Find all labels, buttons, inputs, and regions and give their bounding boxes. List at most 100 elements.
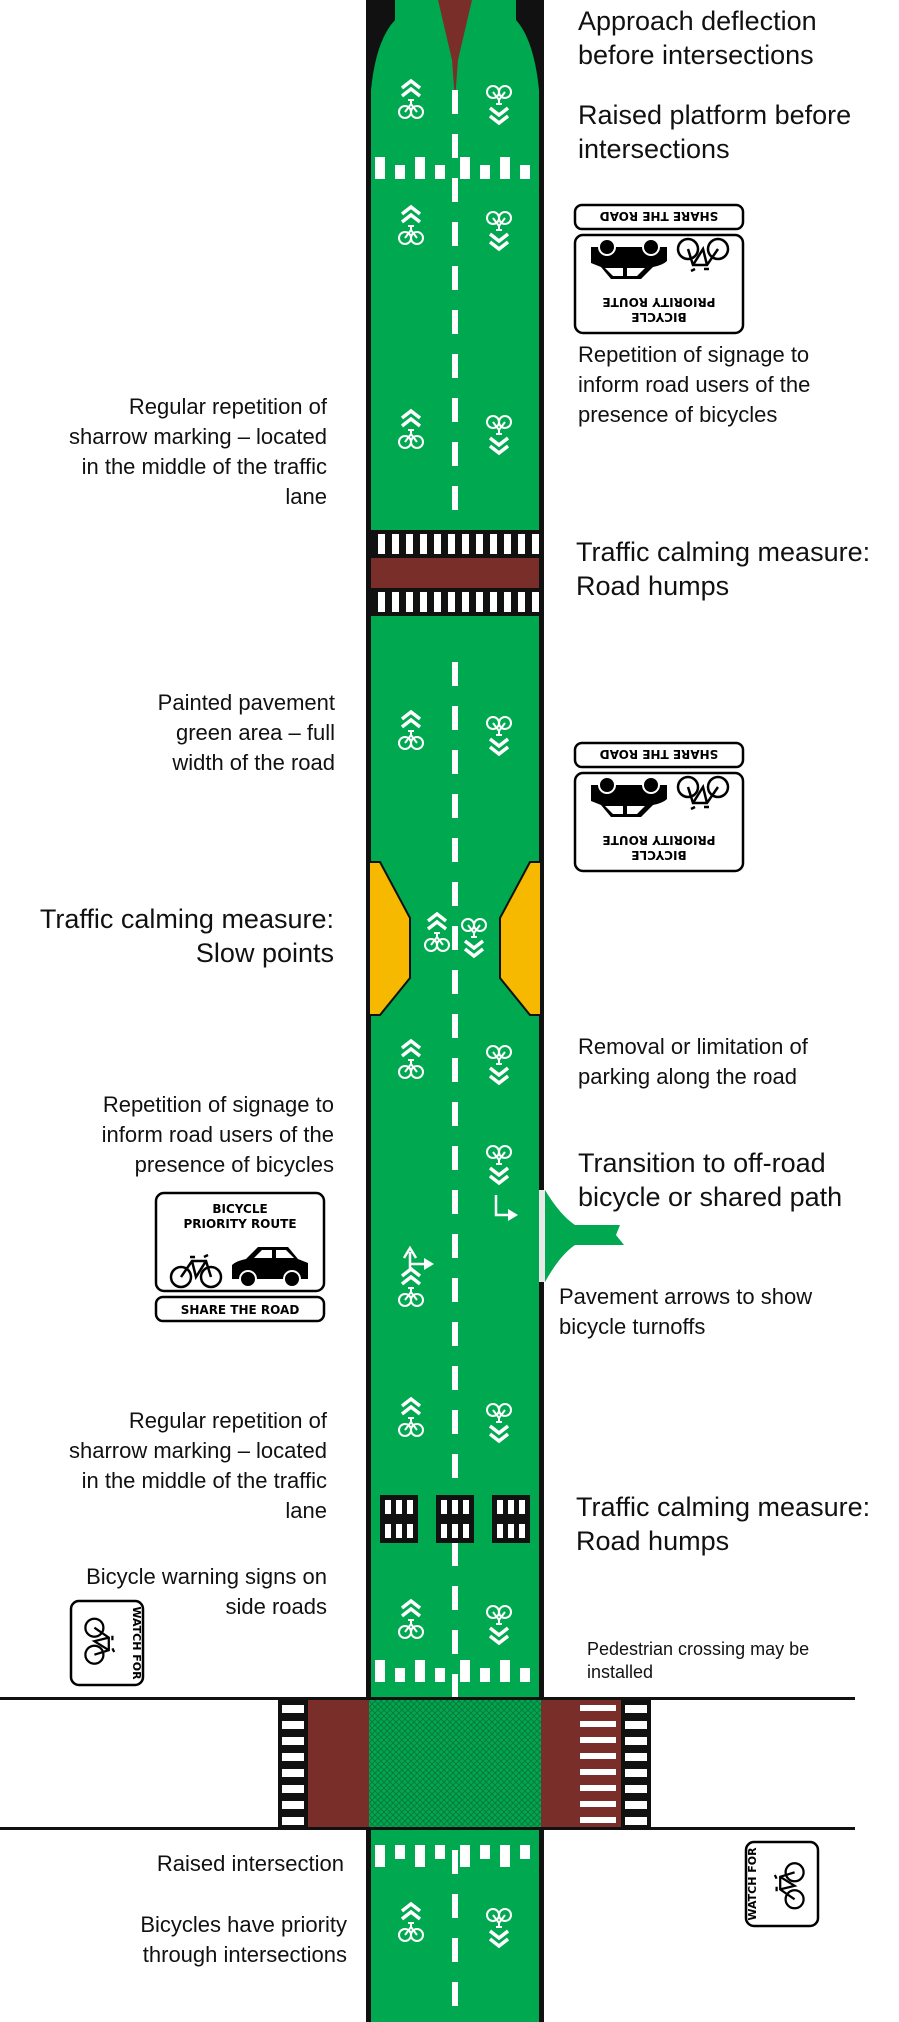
hump-stripe [420,534,427,554]
centre-dash [452,882,458,906]
crosswalk-stripe [625,1721,647,1729]
platform-stripe [415,1660,425,1682]
crosswalk-stripe [625,1817,647,1825]
platform-stripe [480,165,490,179]
crosswalk-stripe [580,1721,616,1727]
slow-point [368,861,542,1016]
hump-stripe [532,592,539,612]
hump-block-stripe [519,1500,525,1514]
hump-stripe [406,534,413,554]
watch-for-bicycles-sign-right: WATCH FOR [744,1840,820,1928]
centre-dash [452,794,458,818]
hump-block-stripe [497,1524,503,1538]
hump-block-stripe [463,1524,469,1538]
hump-block-stripe [452,1524,458,1538]
centre-dash [452,970,458,994]
hump-stripe [532,534,539,554]
priority-route-sign-upright: BICYCLE PRIORITY ROUTE SHARE THE ROAD [154,1191,326,1323]
label-approach-deflection: Approach deflection before intersections [578,6,817,70]
label-parking-removal: Removal or limitation of parking along t… [578,1034,808,1089]
centre-dash [452,1366,458,1390]
platform-stripe [375,1660,385,1682]
hump-block-stripe [497,1500,503,1514]
platform-stripe [500,1660,510,1682]
crosswalk-stripe [625,1801,647,1809]
centre-dash [452,1982,458,2006]
hump-stripe [490,592,497,612]
centre-dash [452,1894,458,1918]
sign-route-line1: BICYCLE [212,1202,267,1216]
hump-stripe [434,534,441,554]
crosswalk-stripe [282,1769,304,1777]
crosswalk-stripe [625,1753,647,1761]
centre-dash [452,1630,458,1654]
centre-dash [452,1542,458,1566]
hump-block-stripe [508,1524,514,1538]
centre-dash [452,354,458,378]
hump-block-stripe [407,1500,413,1514]
crosswalk-stripe [282,1737,304,1745]
watch-for-text: WATCH FOR [746,1847,759,1921]
platform-stripe [460,1660,470,1682]
label-signage-repetition-mid: Repetition of signage to inform road use… [101,1092,334,1177]
hump-block-stripe [519,1524,525,1538]
sign-route-line2: PRIORITY ROUTE [183,1217,296,1231]
centre-dash [452,134,458,158]
platform-stripe [520,165,530,179]
centre-dash [452,1454,458,1478]
platform-stripe [500,1845,510,1867]
centre-dash [452,838,458,862]
hump-block-stripe [407,1524,413,1538]
crosswalk-stripe [282,1817,304,1825]
hump-stripe [462,592,469,612]
pavement-turn-arrows [402,1195,518,1270]
label-raised-platform: Raised platform before intersections [578,100,852,164]
label-ped-crossing: Pedestrian crossing may be installed [587,1639,810,1682]
crosswalk-stripe [625,1785,647,1793]
hump-block-stripe [441,1524,447,1538]
sign-share-text: SHARE THE ROAD [600,747,719,761]
centre-dash [452,486,458,510]
centre-dash [452,662,458,686]
crosswalk-stripe [625,1769,647,1777]
platform-stripe [520,1845,530,1859]
raised-platform-markings-bottom [375,1660,530,1867]
platform-stripe [395,165,405,179]
sign-route-line1: BICYCLE [631,310,686,324]
label-transition-offroad: Transition to off-road bicycle or shared… [578,1148,843,1212]
hump-stripe [518,592,525,612]
crosswalk-stripe [580,1801,616,1807]
sign-route-line2: PRIORITY ROUTE [602,295,715,309]
hump-stripe [476,534,483,554]
crosswalk-stripe [580,1737,616,1743]
centre-dash [452,1146,458,1170]
crosswalk-stripe [580,1785,616,1791]
priority-route-sign-upside-down-top: BICYCLE PRIORITY ROUTE SHARE THE ROAD [573,203,745,335]
hump-block-stripe [452,1500,458,1514]
label-signage-repetition-top: Repetition of signage to inform road use… [578,342,811,427]
hump-stripe [462,534,469,554]
label-painted-green: Painted pavement green area – full width… [157,690,335,775]
platform-stripe [395,1668,405,1682]
platform-stripe [480,1668,490,1682]
hump-stripe [504,592,511,612]
platform-stripe [415,157,425,179]
centre-dash [452,1234,458,1258]
centre-dash [452,178,458,202]
sign-route-line2: PRIORITY ROUTE [602,833,715,847]
approach-deflection [371,0,539,100]
sign-share-text: SHARE THE ROAD [181,1303,300,1317]
centre-dash [452,442,458,466]
crosswalk-stripe [282,1705,304,1713]
hump-stripe [504,534,511,554]
centre-dash [452,1278,458,1302]
platform-stripe [435,1845,445,1859]
centre-dash [452,1014,458,1038]
centre-dash [452,1850,458,1874]
centre-line [452,90,458,2006]
crosswalk-stripe [625,1705,647,1713]
label-raised-intersection: Raised intersection [156,1851,344,1876]
platform-stripe [415,1845,425,1867]
hump-block-stripe [508,1500,514,1514]
